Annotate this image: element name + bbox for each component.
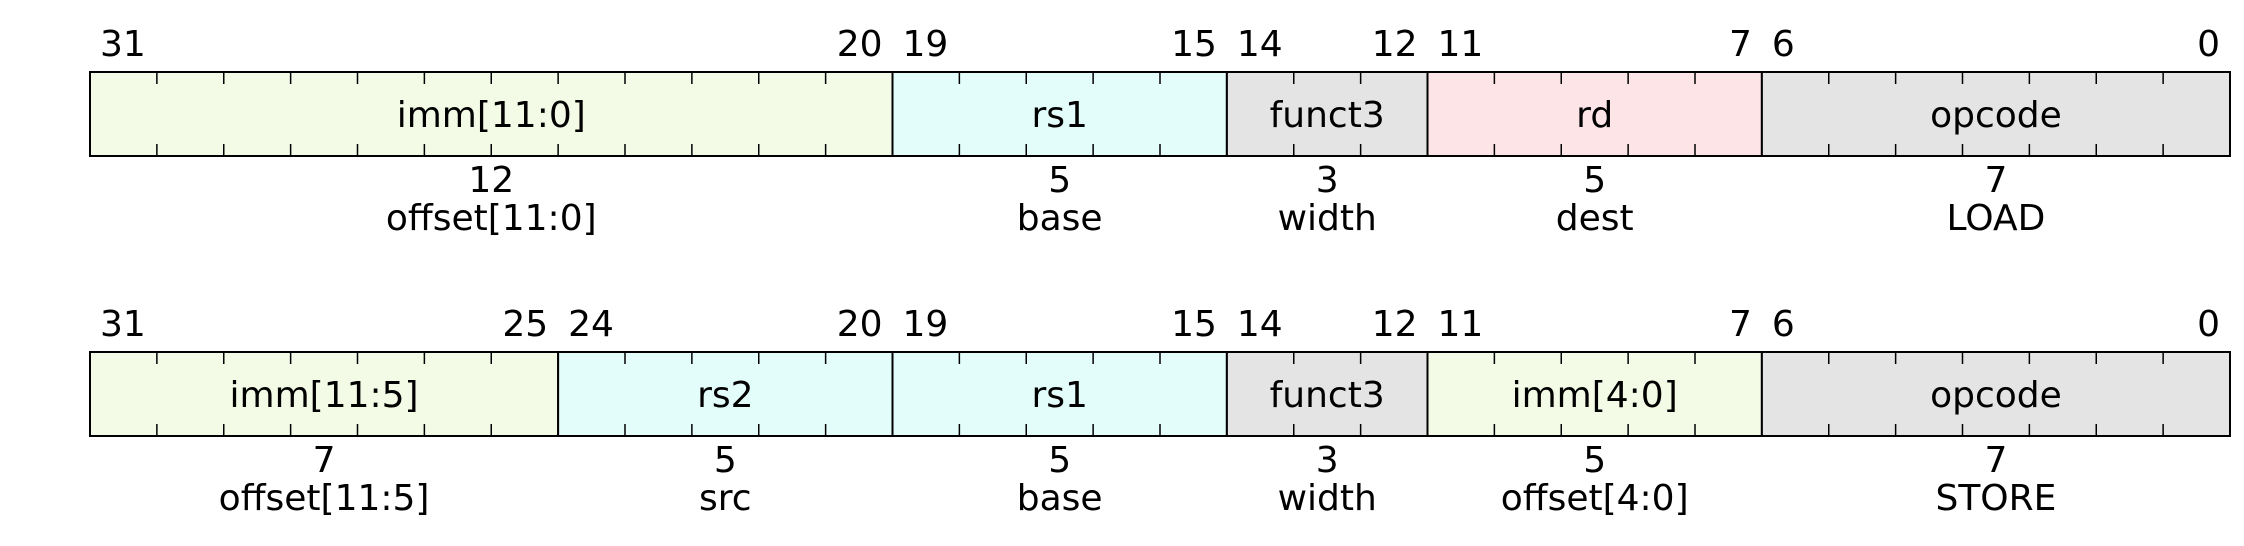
field-box [89, 71, 894, 157]
bit-number-high: 19 [903, 24, 949, 65]
field-width: 5 [1583, 440, 1606, 481]
field-width: 3 [1316, 440, 1339, 481]
field-width: 7 [1984, 160, 2007, 201]
field-width: 12 [468, 160, 514, 201]
field-description: STORE [1935, 478, 2056, 519]
field-box [891, 351, 1228, 437]
field-width: 5 [714, 440, 737, 481]
field-box [89, 351, 560, 437]
bit-number-low: 0 [2197, 24, 2220, 65]
bit-number-low: 7 [1729, 24, 1752, 65]
field-width: 7 [313, 440, 336, 481]
bit-number-low: 12 [1372, 304, 1418, 345]
bit-number-high: 19 [903, 304, 949, 345]
bit-number-low: 20 [837, 24, 883, 65]
field-label: opcode [1930, 375, 2062, 416]
field-label: rs2 [697, 375, 753, 416]
bit-number-high: 31 [100, 304, 146, 345]
field-label: imm[11:0] [397, 95, 586, 136]
bit-number-high: 6 [1772, 304, 1795, 345]
field-description: dest [1556, 198, 1634, 239]
field-description: base [1017, 478, 1103, 519]
field-width: 5 [1048, 160, 1071, 201]
field-box [1760, 351, 2231, 437]
field-label: funct3 [1270, 95, 1385, 136]
bit-number-high: 24 [568, 304, 614, 345]
bit-number-low: 15 [1171, 24, 1217, 65]
field-label: rd [1576, 95, 1613, 136]
bit-number-high: 6 [1772, 24, 1795, 65]
field-box [1760, 71, 2231, 157]
field-box [891, 71, 1228, 157]
field-description: offset[11:5] [219, 478, 430, 519]
bit-number-high: 11 [1438, 24, 1484, 65]
field-description: width [1278, 478, 1377, 519]
field-label: imm[11:5] [230, 375, 419, 416]
field-description: base [1017, 198, 1103, 239]
field-label: funct3 [1270, 375, 1385, 416]
bit-number-high: 14 [1237, 304, 1283, 345]
bit-number-low: 12 [1372, 24, 1418, 65]
field-description: src [699, 478, 752, 519]
bit-number-low: 15 [1171, 304, 1217, 345]
bit-number-high: 31 [100, 24, 146, 65]
bit-number-high: 11 [1438, 304, 1484, 345]
field-description: offset[11:0] [386, 198, 597, 239]
bit-number-low: 7 [1729, 304, 1752, 345]
field-width: 5 [1583, 160, 1606, 201]
field-box [1225, 71, 1429, 157]
bit-number-low: 25 [502, 304, 548, 345]
field-width: 7 [1984, 440, 2007, 481]
bit-number-high: 14 [1237, 24, 1283, 65]
field-label: opcode [1930, 95, 2062, 136]
field-description: offset[4:0] [1501, 478, 1689, 519]
field-box [1225, 351, 1429, 437]
field-description: LOAD [1947, 198, 2046, 239]
field-label: rs1 [1031, 375, 1087, 416]
field-description: width [1278, 198, 1377, 239]
field-label: rs1 [1031, 95, 1087, 136]
bit-number-low: 0 [2197, 304, 2220, 345]
field-width: 5 [1048, 440, 1071, 481]
field-label: imm[4:0] [1512, 375, 1678, 416]
field-width: 3 [1316, 160, 1339, 201]
bit-number-low: 20 [837, 304, 883, 345]
field-box [1426, 351, 1763, 437]
